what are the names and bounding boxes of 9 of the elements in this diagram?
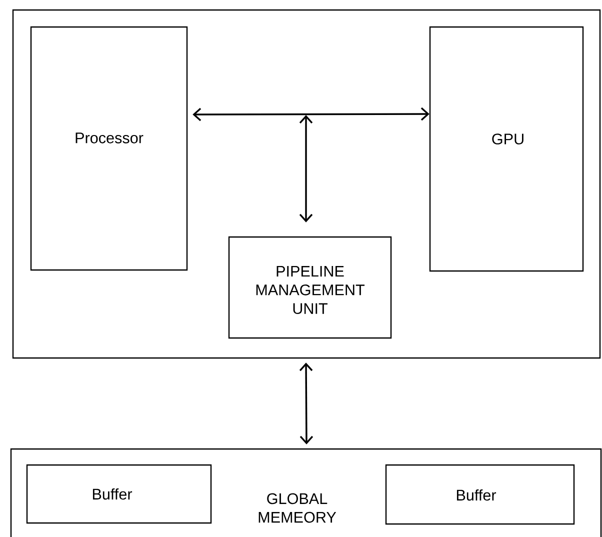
buffer-box: Buffer — [26, 464, 212, 524]
system-box — [12, 9, 601, 359]
buffer-box: Buffer — [385, 464, 575, 525]
arrow — [299, 362, 314, 444]
component-box: Processor — [30, 26, 188, 271]
arrow — [299, 115, 313, 222]
unit-box: PIPELINE MANAGEMENT UNIT — [228, 236, 392, 339]
arrow — [192, 107, 430, 122]
component-box: GPU — [429, 26, 584, 272]
